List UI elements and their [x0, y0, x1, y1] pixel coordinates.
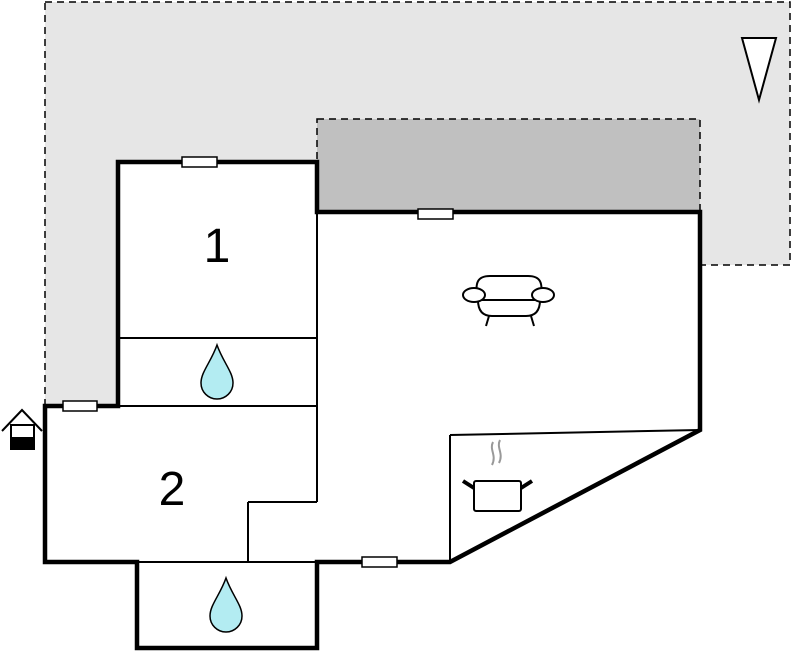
room-label-1: 1 — [204, 220, 231, 273]
window — [181, 156, 218, 168]
room-label-2: 2 — [159, 463, 186, 516]
exterior-walls — [42, 159, 703, 651]
inner-walls — [118, 162, 701, 563]
north-arrow-icon — [740, 37, 778, 104]
windows — [62, 156, 454, 568]
bathroom-drop-icon — [209, 575, 243, 633]
window — [62, 400, 98, 412]
cooking-pot-icon — [461, 439, 534, 512]
covered-terrace — [316, 118, 701, 213]
entrance-house-icon — [1, 408, 43, 450]
bathroom-drop-icon — [200, 342, 234, 400]
window — [417, 208, 454, 220]
window — [361, 556, 398, 568]
sofa-icon — [462, 275, 555, 327]
